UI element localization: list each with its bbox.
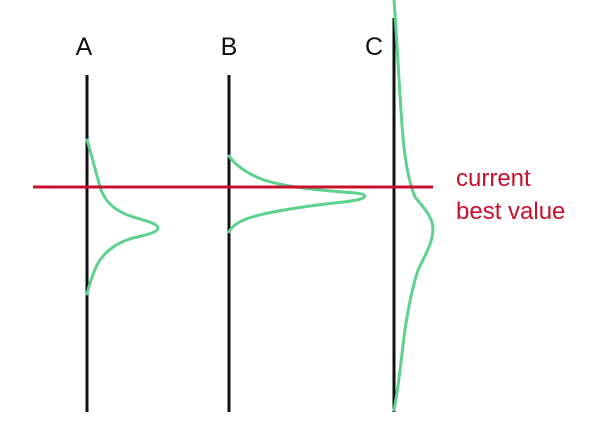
distribution-curve-b	[227, 154, 367, 234]
label-a: A	[76, 33, 93, 61]
distribution-curve-a	[85, 138, 160, 296]
distribution-curve-c	[392, 0, 435, 412]
label-c: C	[365, 33, 383, 61]
annotation-best-value: best value	[456, 198, 565, 225]
annotation-current: current	[456, 165, 531, 192]
label-b: B	[221, 33, 238, 61]
